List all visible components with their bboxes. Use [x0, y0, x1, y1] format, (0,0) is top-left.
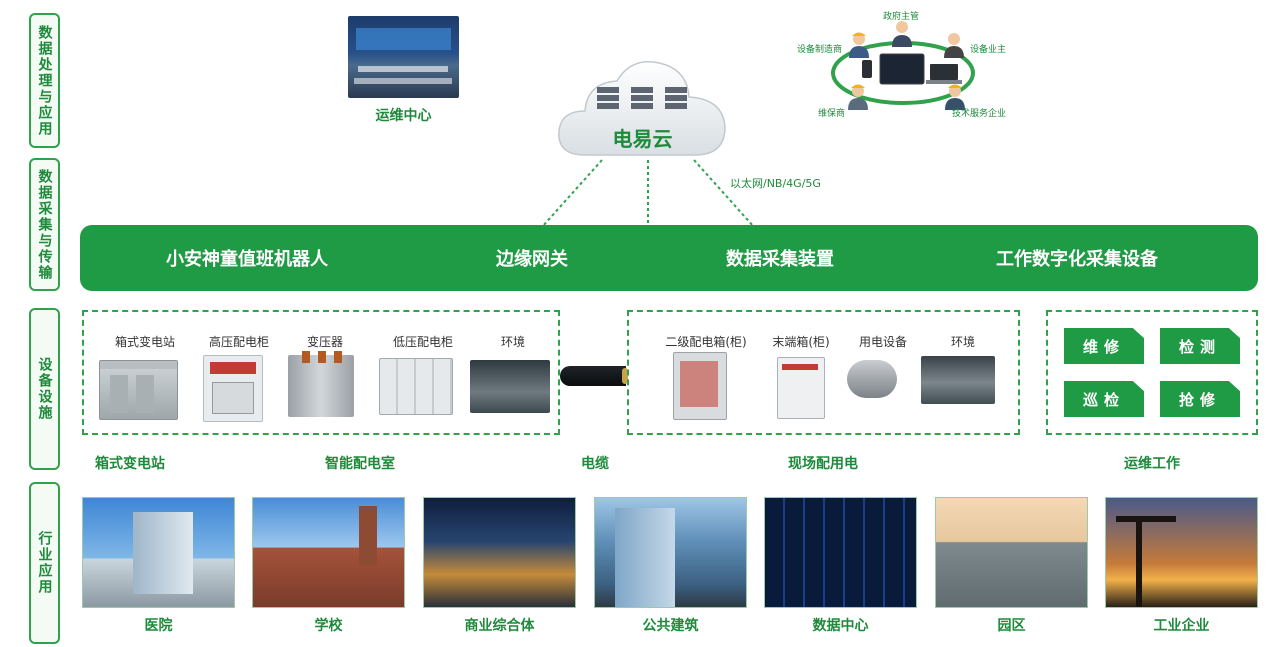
network-label: 以太网/NB/4G/5G [730, 177, 821, 190]
person-icon-tech [945, 84, 965, 110]
role-owner-label: 设备业主 [970, 45, 1007, 55]
industry-photo-park [935, 497, 1088, 608]
work-button-repair[interactable]: 维修 [1064, 328, 1144, 364]
env-right-image [921, 356, 995, 404]
person-icon-maint [848, 84, 868, 110]
cloud-icon [558, 61, 726, 156]
terminal-box-image [777, 357, 825, 419]
role-maint-label: 维保商 [818, 109, 846, 119]
industry-label-commercial: 商业综合体 [464, 618, 535, 634]
lv-cabinet-image [379, 358, 453, 415]
secondary-box-image [673, 352, 727, 420]
group-label-smart-room: 智能配电室 [325, 456, 395, 472]
transformer-image [288, 351, 354, 417]
equip-label-power-device: 用电设备 [858, 335, 907, 349]
side-label-data-collection: 数据采集与传输 [29, 158, 60, 291]
equip-label-env-left: 环境 [500, 335, 525, 349]
industry-photo-hospital [82, 497, 235, 608]
network-lines [541, 159, 755, 228]
power-device-image [847, 360, 897, 398]
group-label-box-station: 箱式变电站 [95, 456, 165, 472]
side-label-industry: 行业应用 [29, 482, 60, 644]
industry-photo-datacenter [764, 497, 917, 608]
box-station-image [99, 360, 178, 420]
industry-photo-public [594, 497, 747, 608]
person-icon-maker [849, 32, 869, 58]
band-item-work-device: 工作数字化采集设备 [996, 249, 1158, 270]
role-tech-label: 技术服务企业 [952, 109, 1007, 119]
equip-label-secondary-box: 二级配电箱(柜) [665, 335, 747, 349]
industry-photo-school [252, 497, 405, 608]
industry-label-hospital: 医院 [144, 618, 173, 634]
equip-label-terminal-box: 末端箱(柜) [772, 335, 830, 349]
group-label-site-power: 现场配用电 [788, 456, 858, 472]
cable-image [560, 366, 628, 386]
industry-label-public: 公共建筑 [642, 618, 699, 634]
ops-center-label: 运维中心 [375, 108, 432, 124]
person-icon-gov [892, 21, 912, 47]
equip-label-hv-cabinet: 高压配电柜 [208, 335, 269, 349]
group-label-ops-work: 运维工作 [1124, 456, 1180, 472]
role-gov-label: 政府主管 [883, 12, 920, 22]
group-label-cable: 电缆 [581, 456, 609, 472]
site-power-box [627, 310, 1020, 435]
side-label-data-processing: 数据处理与应用 [29, 13, 60, 148]
equip-label-box-station: 箱式变电站 [114, 335, 175, 349]
ops-work-box [1046, 310, 1258, 435]
band-item-gateway: 边缘网关 [496, 249, 568, 270]
band-item-collector: 数据采集装置 [726, 249, 834, 270]
work-button-emergency[interactable]: 抢修 [1160, 381, 1240, 417]
collection-band: 小安神童值班机器人 边缘网关 数据采集装置 工作数字化采集设备 [80, 225, 1258, 291]
env-left-image [470, 360, 550, 413]
equip-label-env-right: 环境 [950, 335, 975, 349]
industry-photo-commercial [423, 497, 576, 608]
industry-photo-industrial [1105, 497, 1258, 608]
ops-center-image [348, 16, 459, 98]
equip-label-transformer: 变压器 [306, 335, 343, 349]
industry-label-school: 学校 [314, 618, 343, 634]
smart-room-box [82, 310, 560, 435]
industry-label-datacenter: 数据中心 [812, 618, 869, 634]
industry-label-park: 园区 [997, 618, 1026, 634]
band-item-robot: 小安神童值班机器人 [166, 249, 328, 270]
equip-label-lv-cabinet: 低压配电柜 [392, 335, 453, 349]
roles-ring [831, 41, 975, 105]
work-button-inspect[interactable]: 检测 [1160, 328, 1240, 364]
person-icon-owner [944, 33, 964, 58]
hv-cabinet-image [203, 355, 263, 422]
industry-label-industrial: 工业企业 [1153, 618, 1210, 634]
cloud-label: 电易云 [612, 127, 673, 151]
side-label-equipment: 设备设施 [29, 308, 60, 470]
role-maker-label: 设备制造商 [797, 45, 843, 55]
work-button-patrol[interactable]: 巡检 [1064, 381, 1144, 417]
